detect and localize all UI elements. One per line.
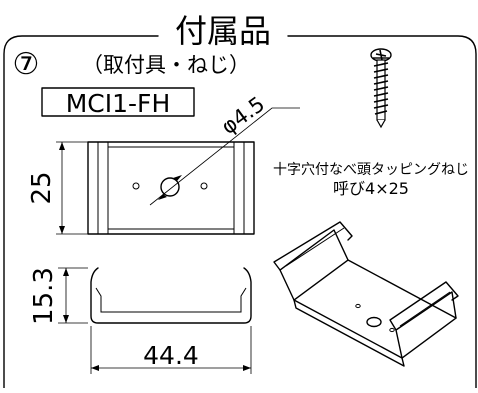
header-title: 付属品 xyxy=(175,12,271,50)
profile-height-dimension-line xyxy=(58,267,88,324)
model-box xyxy=(41,87,195,117)
screw-icon xyxy=(370,48,392,129)
bracket-side-profile xyxy=(90,267,252,324)
frame-border xyxy=(3,35,477,389)
screw-spec-line2: 呼び4×25 xyxy=(333,179,409,198)
bracket-plan-view xyxy=(87,141,255,235)
bracket-isometric-view xyxy=(273,221,459,367)
height-dimension-line xyxy=(56,141,88,235)
hole-diameter-leader xyxy=(149,107,300,206)
screw-spec-line1: 十字穴付なべ頭タッピングねじ xyxy=(273,162,469,178)
height-dimension-label: 25 xyxy=(27,171,57,204)
hole-diameter-label: φ4.5 xyxy=(217,92,269,139)
item-subtitle: （取付具・ねじ） xyxy=(82,53,250,77)
item-number: ⑦ xyxy=(13,47,40,82)
model-code: MCI1-FH xyxy=(66,89,171,118)
width-dimension-line xyxy=(90,326,252,374)
width-dimension-label: 44.4 xyxy=(143,341,199,370)
profile-height-label: 15.3 xyxy=(29,267,59,325)
